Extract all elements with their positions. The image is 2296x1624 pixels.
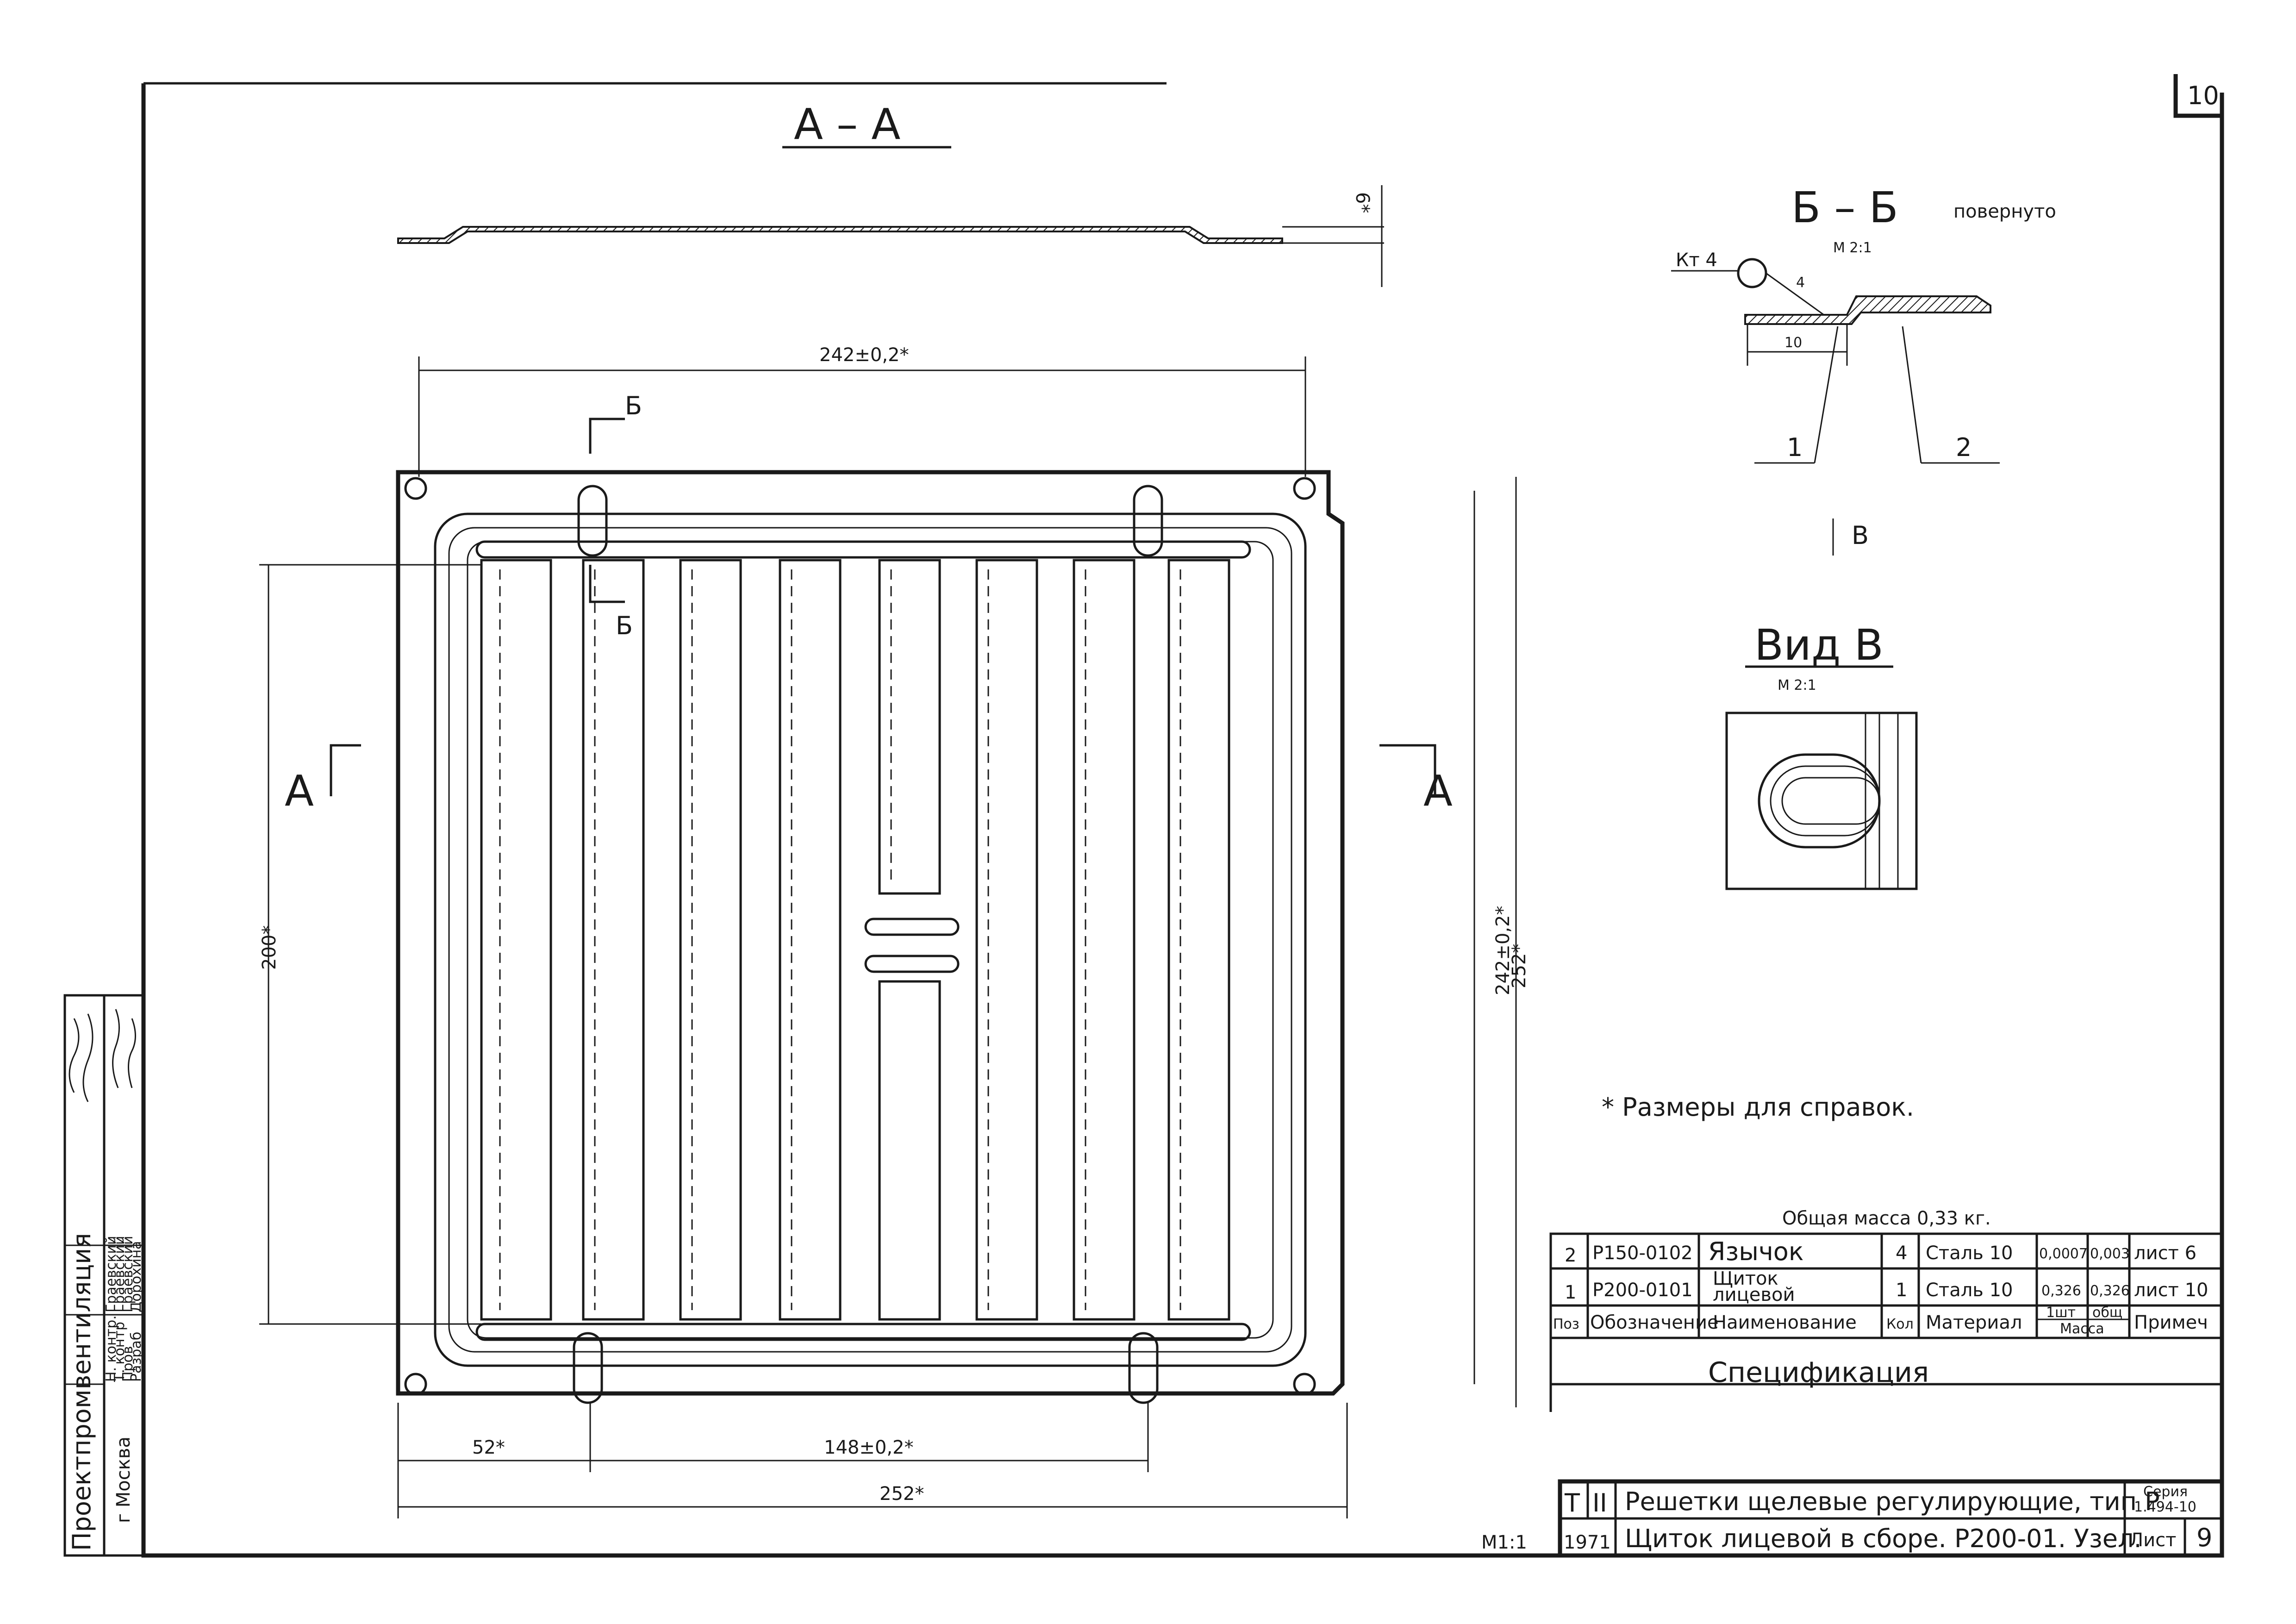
- spec-header-note: Примеч: [2134, 1312, 2208, 1333]
- org-name: Проектпромвентиляция: [67, 1233, 96, 1551]
- dim-left: 200*: [259, 925, 280, 970]
- weld-label: Кт 4: [1676, 250, 1717, 271]
- title-year: 1971: [1564, 1532, 1611, 1553]
- cut-mark-b-top: Б: [625, 391, 642, 420]
- mount-hole: [404, 1373, 427, 1396]
- drawing-scale: М1:1: [1481, 1532, 1527, 1553]
- dim-bottom-total: 252*: [880, 1483, 924, 1505]
- section-b-b: Б – Б повернуто М 2:1: [1671, 183, 2056, 556]
- total-mass: Общая масса 0,33 кг.: [1782, 1208, 1991, 1229]
- weld-leg: 4: [1796, 275, 1805, 291]
- stamp-name-4: Дорохина: [128, 1241, 144, 1312]
- spec-header-pos: Поз: [1553, 1316, 1579, 1332]
- spec-row-2-material: Сталь 10: [1926, 1243, 2013, 1264]
- view-v: Вид В М 2:1: [1725, 620, 1918, 890]
- spec-table: [1549, 1232, 2223, 1412]
- spec-row-2-mass-total: 0,003: [2090, 1246, 2130, 1262]
- dim-section-height: 6*: [1352, 192, 1373, 213]
- section-b-b-note: повернуто: [1953, 201, 2056, 222]
- section-b-b-title: Б – Б: [1791, 183, 1898, 232]
- section-a-a-title: А – А: [794, 100, 900, 149]
- series-number: 1.494-10: [2134, 1499, 2196, 1515]
- spec-header-qty: Кол: [1886, 1316, 1914, 1332]
- view-v-title: Вид В: [1754, 620, 1884, 670]
- cut-mark-a-left: А: [285, 766, 314, 816]
- view-v-arrow: В: [1852, 521, 1869, 550]
- dim-bottom-left: 52*: [472, 1437, 505, 1458]
- spec-row-1-pos: 1: [1565, 1282, 1576, 1303]
- spec-header-mass-one: 1шт: [2046, 1305, 2076, 1321]
- stamp-role-4: Разраб: [128, 1332, 144, 1382]
- stamp-role-3: Пров: [120, 1346, 136, 1382]
- mount-hole: [404, 477, 427, 500]
- spec-title: Спецификация: [1708, 1356, 1929, 1389]
- mount-hole: [1293, 477, 1316, 500]
- spec-row-2-pos: 2: [1565, 1245, 1576, 1266]
- spec-header-designation: Обозначение: [1590, 1312, 1719, 1333]
- spec-row-2-note: лист 6: [2134, 1243, 2196, 1264]
- stamp-role-1: Н. контр.: [103, 1315, 119, 1382]
- tongue: [1128, 1332, 1159, 1404]
- spec-row-2-mass-one: 0,0007: [2039, 1246, 2088, 1262]
- dim-right-outer: 252*: [1509, 944, 1530, 988]
- pos-1-callout: 1: [1787, 433, 1803, 462]
- spec-row-1-qty: 1: [1896, 1280, 1907, 1301]
- grille-plan-view: [396, 470, 1345, 1404]
- reference-note: * Размеры для справок.: [1602, 1093, 1914, 1122]
- spec-row-1-material: Сталь 10: [1926, 1280, 2013, 1301]
- spec-header-mass-total: общ: [2092, 1305, 2122, 1321]
- spec-row-1-mass-total: 0,326: [2090, 1283, 2130, 1299]
- sheet-value: 9: [2196, 1523, 2212, 1552]
- spec-row-2-name: Язычок: [1708, 1237, 1803, 1266]
- series-label: Серия: [2143, 1484, 2188, 1500]
- cut-mark-b-bottom: Б: [616, 611, 633, 640]
- stamp-role-2: Т. контр: [112, 1322, 128, 1382]
- mount-hole: [1293, 1373, 1316, 1396]
- tongue: [573, 1332, 603, 1404]
- spec-row-1-designation: Р200-0101: [1592, 1280, 1693, 1301]
- sheet-number: 10: [2187, 81, 2219, 110]
- spec-header-name: Наименование: [1713, 1312, 1857, 1333]
- title-mark-ii: II: [1592, 1488, 1607, 1518]
- title-mark-t: Т: [1564, 1488, 1580, 1518]
- spec-row-1-name-line2: лицевой: [1713, 1284, 1795, 1305]
- pos-2-callout: 2: [1956, 433, 1972, 462]
- dim-bottom-mid: 148±0,2*: [824, 1437, 913, 1458]
- spec-row-2-designation: Р150-0102: [1592, 1243, 1693, 1264]
- spec-row-1-mass-one: 0,326: [2041, 1283, 2081, 1299]
- cut-mark-a-right: А: [1423, 766, 1453, 816]
- cut-marks: Б Б А А: [285, 391, 1453, 816]
- dimension-lines: [259, 356, 1517, 1518]
- stamp-name-3: Граевский: [120, 1236, 136, 1312]
- dim-right-inner: 242±0,2*: [1492, 906, 1514, 995]
- weld-dim: 10: [1784, 335, 1802, 351]
- sheet-label: Лист: [2129, 1530, 2176, 1551]
- title-block: [1558, 1479, 2224, 1558]
- stamp-block: [63, 994, 145, 1557]
- stamp-name-1: Граевский: [103, 1236, 119, 1312]
- tongue: [577, 485, 608, 557]
- title-line-1: Решетки щелевые регулирующие, тип Р: [1625, 1487, 2160, 1516]
- stamp-name-2: Граевский: [112, 1236, 128, 1312]
- spec-row-1-note: лист 10: [2134, 1280, 2208, 1301]
- section-a-a: А – А 6*: [397, 100, 1384, 287]
- spec-header-mass: Масса: [2060, 1321, 2104, 1337]
- dim-top: 242±0,2*: [819, 344, 909, 366]
- tongue: [1133, 485, 1163, 557]
- org-city: г Москва: [113, 1437, 134, 1523]
- title-line-2: Щиток лицевой в сборе. Р200-01. Узел.: [1625, 1524, 2142, 1553]
- spec-row-2-qty: 4: [1896, 1243, 1907, 1264]
- section-b-b-scale: М 2:1: [1833, 240, 1872, 256]
- spec-row-1-name-line1: Щиток: [1713, 1268, 1778, 1289]
- view-v-scale: М 2:1: [1778, 677, 1816, 693]
- spec-header-material: Материал: [1926, 1312, 2022, 1333]
